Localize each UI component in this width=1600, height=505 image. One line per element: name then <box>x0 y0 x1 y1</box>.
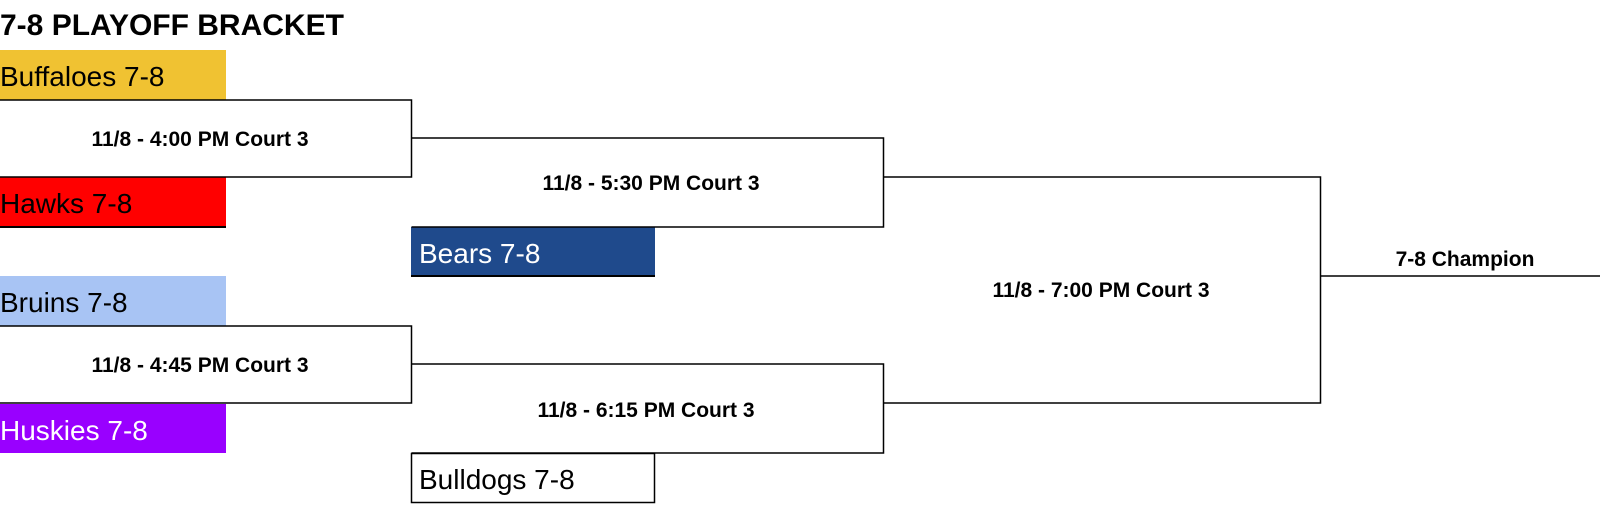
team-bruins-box <box>0 276 226 326</box>
game4-label: 11/8 - 6:15 PM Court 3 <box>537 399 754 422</box>
team-bears: Bears 7-8 <box>411 227 655 277</box>
final-connector <box>883 176 1322 404</box>
team-buffaloes-label: Buffaloes 7-8 <box>0 61 165 92</box>
team-hawks: Hawks 7-8 <box>0 177 226 228</box>
team-bruins-label: Bruins 7-8 <box>0 287 128 318</box>
page-title: 7-8 PLAYOFF BRACKET <box>0 9 344 42</box>
team-bulldogs: Bulldogs 7-8 <box>410 452 656 504</box>
game4-connector <box>411 363 885 454</box>
team-hawks-label: Hawks 7-8 <box>0 188 132 219</box>
team-bears-label: Bears 7-8 <box>419 238 540 269</box>
champion-label: 7-8 Champion <box>1396 248 1535 271</box>
bracket-lines <box>0 99 1600 454</box>
team-buffaloes: Buffaloes 7-8 <box>0 50 226 100</box>
game1-label: 11/8 - 4:00 PM Court 3 <box>91 128 308 151</box>
team-bears-box <box>411 227 655 277</box>
team-bulldogs-box <box>410 452 656 504</box>
team-bruins: Bruins 7-8 <box>0 276 226 326</box>
team-huskies-box <box>0 404 226 453</box>
final-game-label: 11/8 - 7:00 PM Court 3 <box>992 279 1209 302</box>
team-hawks-box <box>0 177 226 227</box>
team-bulldogs-label: Bulldogs 7-8 <box>419 464 575 495</box>
team-huskies-label: Huskies 7-8 <box>0 415 148 446</box>
team-buffaloes-box <box>0 50 226 100</box>
team-huskies: Huskies 7-8 <box>0 404 226 453</box>
game3-connector <box>411 137 885 228</box>
game3-label: 11/8 - 5:30 PM Court 3 <box>542 172 759 195</box>
game2-label: 11/8 - 4:45 PM Court 3 <box>91 354 308 377</box>
